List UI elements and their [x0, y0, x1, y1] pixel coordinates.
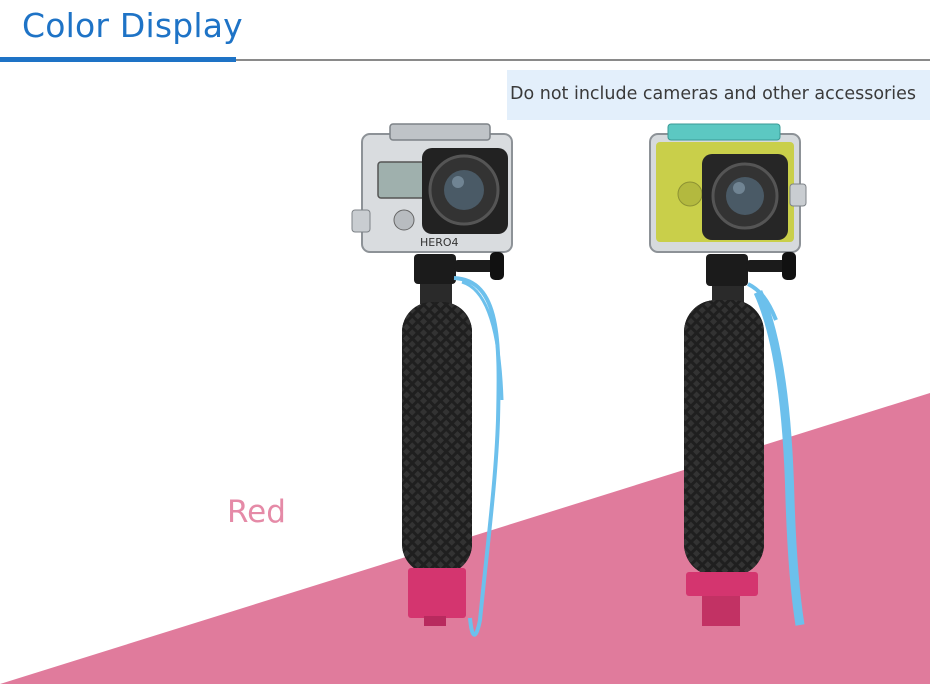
color-label: Red — [227, 494, 286, 530]
section-title: Color Display — [22, 6, 243, 45]
camera-model-label: HERO4 — [420, 236, 459, 249]
notice-banner: Do not include cameras and other accesso… — [507, 70, 930, 120]
bottom-margin — [0, 684, 930, 696]
notice-text: Do not include cameras and other accesso… — [510, 84, 916, 104]
product-image-2 — [649, 123, 807, 626]
header-accent-bar — [0, 57, 236, 62]
header-divider — [0, 59, 930, 61]
product-image-1: HERO4 — [351, 123, 513, 637]
section-header: Color Display — [0, 0, 930, 64]
